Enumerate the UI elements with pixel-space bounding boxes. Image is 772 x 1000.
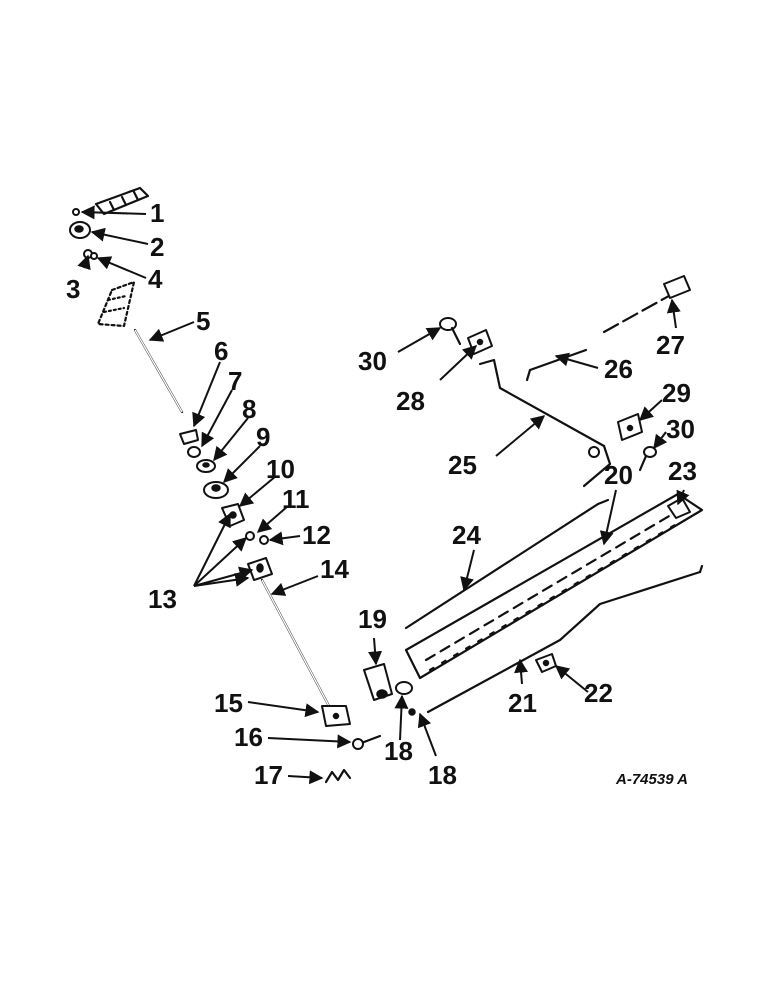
callout-21: 21 [508, 688, 537, 718]
callout-27: 27 [656, 330, 685, 360]
figure-reference: A-74539 A [615, 771, 688, 788]
callout-29: 29 [662, 378, 691, 408]
part-30-upper-bolt [439, 317, 462, 346]
callout-16: 16 [234, 722, 263, 752]
callout-30-lower: 30 [666, 414, 695, 444]
part-15-clevis [321, 705, 351, 727]
callout-13: 13 [148, 584, 177, 614]
callout-24: 24 [452, 520, 481, 550]
part-8-bushing [196, 459, 216, 473]
part-20-housing-plate [404, 492, 704, 680]
part-7-washer [187, 446, 201, 458]
part-29-clamp [617, 413, 643, 441]
part-1-clip [72, 208, 80, 216]
callout-14: 14 [320, 554, 349, 584]
callout-25: 25 [448, 450, 477, 480]
part-17-spring [324, 768, 352, 784]
part-9-collar [203, 481, 229, 499]
callout-8: 8 [242, 394, 256, 424]
callout-18-left: 18 [384, 736, 413, 766]
callout-17: 17 [254, 760, 283, 790]
callout-4: 4 [148, 264, 163, 294]
callout-30-upper: 30 [358, 346, 387, 376]
callout-19: 19 [358, 604, 387, 634]
callout-3: 3 [66, 274, 80, 304]
part-5-control-rod [133, 328, 184, 414]
part-19-lever [363, 663, 393, 701]
callout-18-right: 18 [428, 760, 457, 790]
part-2-knob [69, 221, 91, 239]
callout-labels: 1 2 3 4 5 6 7 8 9 10 11 12 13 14 15 16 1… [66, 198, 697, 790]
callout-26: 26 [604, 354, 633, 384]
part-22-fitting [535, 653, 557, 673]
part-21-lever-rod [426, 564, 704, 714]
callout-10: 10 [266, 454, 295, 484]
callout-5: 5 [196, 306, 210, 336]
callout-23: 23 [668, 456, 697, 486]
part-quadrant-plate [96, 280, 136, 328]
part-18-bushing [395, 681, 416, 716]
callout-1: 1 [150, 198, 164, 228]
leader-lines [77, 205, 690, 785]
part-11-12-bolts [245, 531, 269, 545]
part-27-upper-rod [602, 275, 691, 334]
part-25-crank-shaft [478, 358, 612, 488]
part-knob-grip [94, 186, 150, 216]
callout-22: 22 [584, 678, 613, 708]
callout-20: 20 [604, 460, 633, 490]
callout-11: 11 [282, 484, 310, 514]
callout-7: 7 [228, 366, 242, 396]
part-30-lower-bolt [638, 446, 657, 472]
part-10-bracket [221, 503, 245, 527]
part-4-washer [90, 252, 98, 260]
callout-15: 15 [214, 688, 243, 718]
callout-9: 9 [256, 422, 270, 452]
callout-12: 12 [302, 520, 331, 550]
callout-2: 2 [150, 232, 164, 262]
part-26-rod [525, 348, 588, 382]
part-14-rod [260, 578, 332, 710]
part-13-bracket [247, 557, 273, 581]
callout-6: 6 [214, 336, 228, 366]
part-24-rod [404, 498, 610, 630]
part-6-plate [179, 429, 199, 445]
callout-28: 28 [396, 386, 425, 416]
part-16-pin [352, 734, 382, 750]
